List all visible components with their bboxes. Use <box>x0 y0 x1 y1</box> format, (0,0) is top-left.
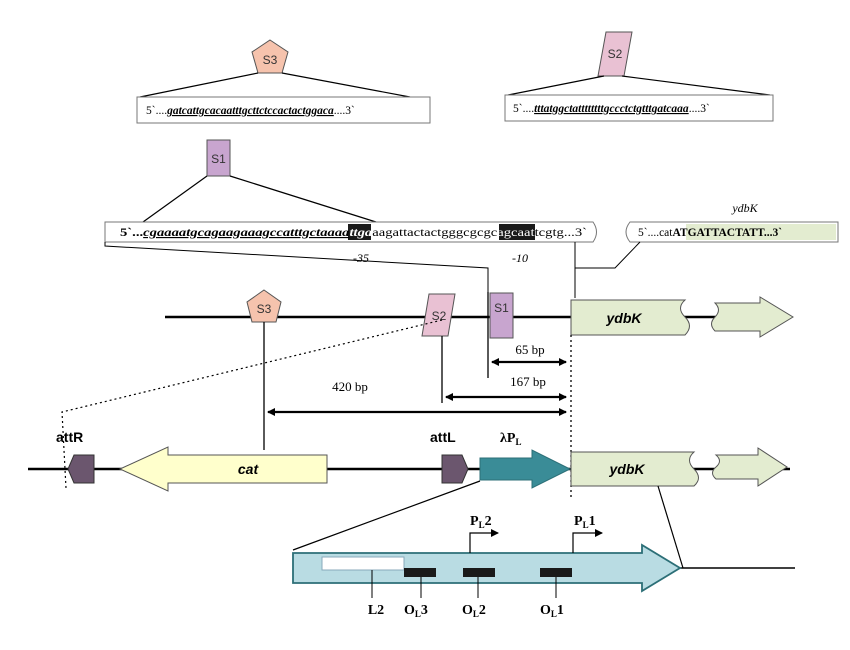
ydbk-gene-bottom <box>570 451 699 487</box>
ol2-box <box>463 568 495 577</box>
s2-mid-label: S2 <box>432 309 447 323</box>
s2-top-group: S2 5`....tttatggctattttttttgccctctgtttga… <box>504 31 774 122</box>
s3-mid-label: S3 <box>257 302 272 316</box>
s1-top-label: S1 <box>211 152 226 166</box>
label-65bp: 65 bp <box>515 342 544 357</box>
cat-label: cat <box>238 461 260 477</box>
ol3-box <box>404 568 436 577</box>
ydbk-sequence: 5`....catATGATTACTATT...3` <box>638 227 782 239</box>
ydbk-arrow-bottom <box>712 447 788 487</box>
pl2-label: PL2 <box>470 514 492 530</box>
s2-top-label: S2 <box>608 47 623 61</box>
ydbk-arrow-top <box>711 296 794 338</box>
ol2-label: OL2 <box>462 603 486 619</box>
cat-gene <box>118 446 328 492</box>
lambda-pl-label: λPL <box>500 431 521 447</box>
lambda-pl-promoter <box>479 449 572 489</box>
s2-sequence-box <box>504 94 774 122</box>
ydbk-gene-bottom-label: ydbK <box>609 461 646 477</box>
attR-label: attR <box>56 429 83 445</box>
connector-lines <box>104 241 641 298</box>
distance-arrows: 65 bp 167 bp 420 bp <box>267 342 567 416</box>
s1-mid-marker <box>489 292 514 339</box>
ol3-label: OL3 <box>404 603 428 619</box>
s3-top-marker <box>251 39 289 74</box>
s1-mid-label: S1 <box>494 301 509 315</box>
attL-label: attL <box>430 429 456 445</box>
s1-top-marker <box>206 139 231 177</box>
l2-region <box>321 556 405 571</box>
s3-top-label: S3 <box>263 53 278 67</box>
attR-site <box>67 454 95 484</box>
pl2-start-arrow <box>469 529 499 553</box>
row2-dna: attR cat attL λPL ydbK <box>28 429 790 492</box>
l2-label: L2 <box>368 603 384 618</box>
zoom-lines <box>292 480 795 569</box>
minus35-box <box>348 224 371 240</box>
s2-sequence: 5`....tttatggctattttttttgccctctgtttgatca… <box>513 103 710 115</box>
attL-site <box>441 454 469 484</box>
ol1-box <box>540 568 572 577</box>
label-420bp: 420 bp <box>332 379 368 394</box>
ydbk-gene-top-label: ydbK <box>606 310 643 326</box>
promoter-detail <box>292 529 682 598</box>
minus10-box <box>499 224 535 240</box>
row1-dna: S3 S2 S1 ydbK <box>165 289 794 450</box>
ydbk-italic-label: ydbK <box>731 201 758 215</box>
ydbk-gene-top <box>570 299 690 336</box>
pl1-label: PL1 <box>574 514 596 530</box>
s3-sequence-box <box>136 96 431 124</box>
ol1-label: OL1 <box>540 603 564 619</box>
deletion-dotted-line <box>61 319 443 489</box>
s3-sequence: 5`....gatcattgcacaatttgcttctccactactggac… <box>146 105 355 117</box>
pl1-start-arrow <box>572 529 603 553</box>
label-167bp: 167 bp <box>510 374 546 389</box>
minus35-label: -35 <box>353 251 369 265</box>
minus10-label: -10 <box>512 251 528 265</box>
s2-mid-marker <box>421 293 456 337</box>
ydbk-sequence-group: ydbK 5`....catATGATTACTATT...3` <box>625 201 839 243</box>
s3-top-group: S3 5`....gatcattgcacaatttgcttctccactactg… <box>136 39 431 124</box>
